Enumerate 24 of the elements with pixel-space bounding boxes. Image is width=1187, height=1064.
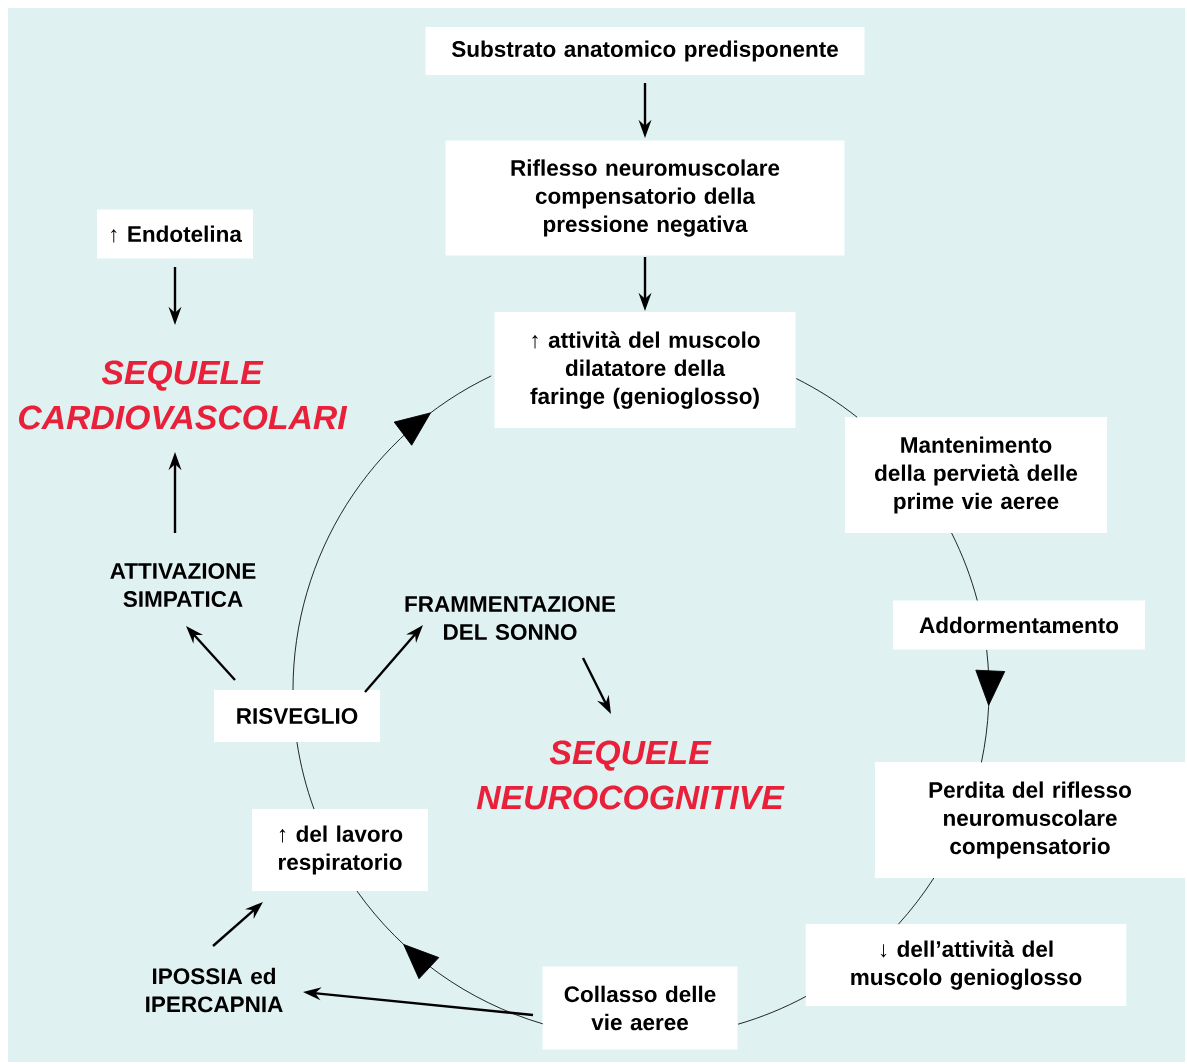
process-box: Substrato anatomico predisponente xyxy=(425,27,865,75)
node-label: FRAMMENTAZIONE DEL SONNO xyxy=(405,596,616,640)
outcome-label: SEQUELE NEUROCOGNITIVE xyxy=(476,740,785,810)
arrow xyxy=(356,890,544,1025)
node-label: ATTIVAZIONE SIMPATICA xyxy=(110,563,256,607)
process-box: Riflesso neuromuscolare compensatorio della pressione negativa xyxy=(445,140,845,256)
node-label: IPOSSIA ed IPERCAPNIA xyxy=(146,967,283,1013)
cycle-arc xyxy=(795,378,858,418)
cycle-arc xyxy=(737,996,807,1025)
arrow xyxy=(975,649,1006,763)
cycle-arc xyxy=(296,741,315,810)
arrow xyxy=(292,375,492,691)
cycle-arc xyxy=(898,877,935,925)
process-box: Addormentamento xyxy=(893,600,1145,650)
outcome-label: SEQUELE CARDIOVASCOLARI xyxy=(19,360,348,430)
process-box: ↓ dell’attività del muscolo genioglosso xyxy=(805,924,1127,1006)
process-box: Mantenimento della pervietà delle prime vie aeree xyxy=(845,417,1107,533)
process-box: ↑ Endotelina xyxy=(97,209,253,259)
cycle-arc xyxy=(951,532,978,601)
process-box: RISVEGLIO xyxy=(214,690,380,742)
process-box: Perdita del riflesso neuromuscolare compensatorio xyxy=(875,762,1185,878)
process-box: ↑ del lavoro respiratorio xyxy=(252,809,428,891)
process-box: ↑ attività del muscolo dilatatore della faringe (genioglosso) xyxy=(494,312,796,428)
process-box: Collasso delle vie aeree xyxy=(542,966,738,1050)
